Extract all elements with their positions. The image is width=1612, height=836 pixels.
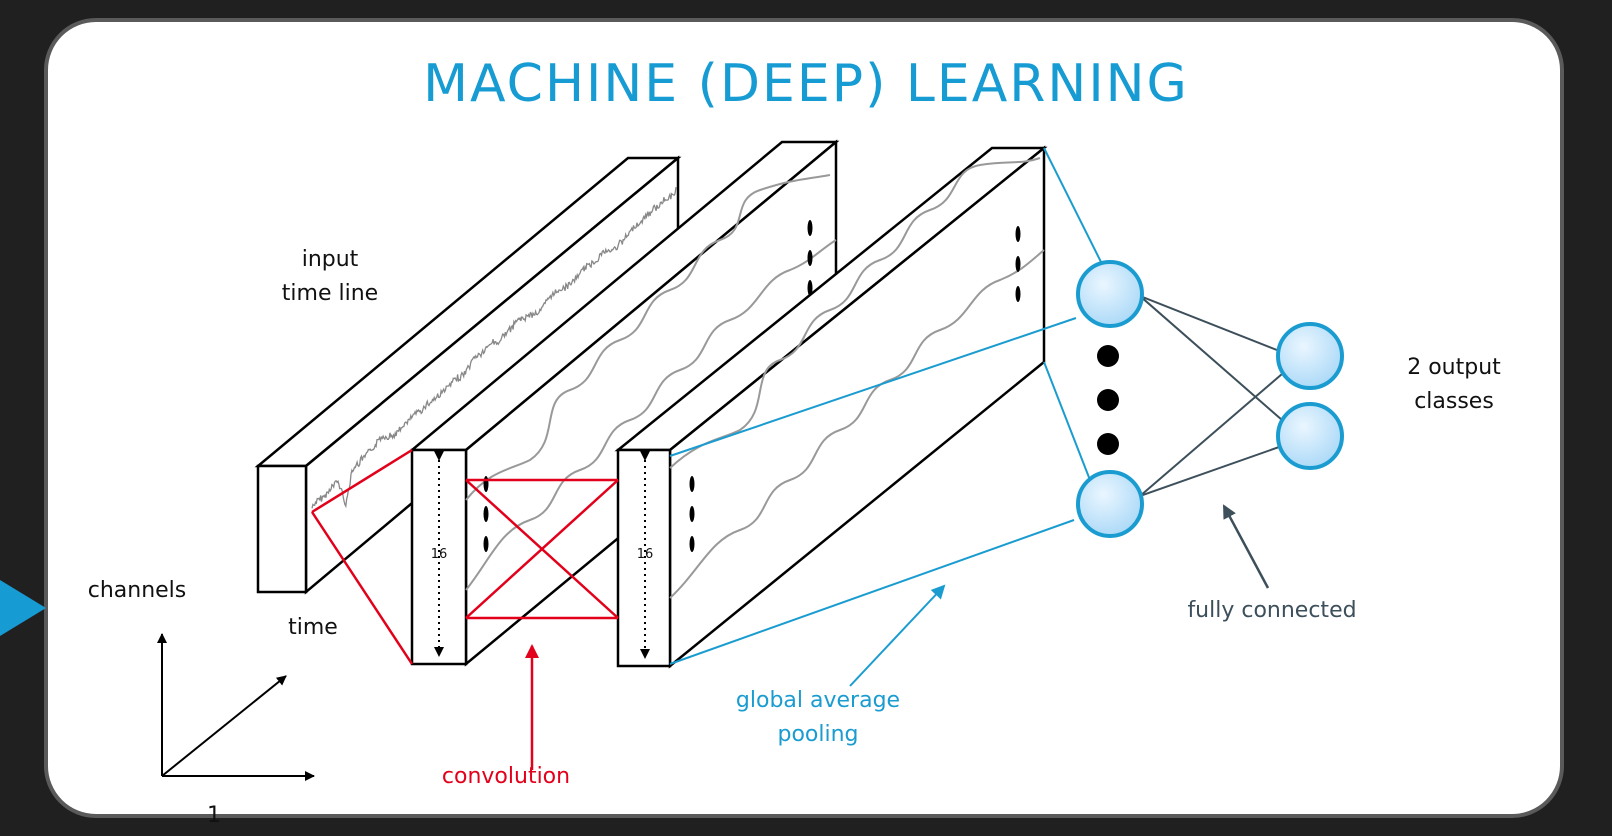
hidden-node-bottom	[1076, 470, 1144, 538]
fully-connected-lines	[1139, 295, 1283, 497]
fully-connected-label: fully connected	[1187, 598, 1356, 623]
play-triangle-icon[interactable]	[0, 580, 46, 636]
convolution-lines	[310, 448, 619, 665]
conv-block-1-curves	[465, 174, 837, 591]
pooling-label-line2: pooling	[777, 722, 858, 747]
conv-block-2-dots	[689, 226, 1021, 552]
output-classes-line1: 2 output	[1407, 355, 1501, 380]
pooling-arrow	[849, 584, 946, 687]
filter-size-label-1: 16	[431, 547, 448, 562]
hidden-node-ellipsis	[1097, 345, 1119, 455]
output-classes-line2: classes	[1414, 389, 1494, 414]
convolution-label: convolution	[442, 764, 570, 789]
conv-block-1-dots	[483, 220, 813, 552]
output-node-2	[1276, 402, 1344, 470]
pooling-label-line1: global average	[736, 688, 900, 713]
axis-time-label: time	[288, 615, 338, 640]
fully-connected-arrow	[1222, 504, 1270, 589]
filter-size-label-2: 16	[637, 547, 654, 562]
pooling-lines	[669, 147, 1103, 665]
axis-one-label: 1	[207, 803, 221, 828]
axes	[157, 633, 315, 781]
input-label-line2: time line	[282, 281, 378, 306]
axis-channels-label: channels	[88, 578, 187, 603]
output-node-1	[1276, 322, 1344, 390]
hidden-node-top	[1076, 260, 1144, 328]
input-signal	[311, 187, 677, 509]
input-label-line1: input	[302, 247, 359, 272]
page-title: MACHINE (DEEP) LEARNING	[423, 54, 1189, 114]
conv-block-2-curves	[669, 157, 1045, 599]
